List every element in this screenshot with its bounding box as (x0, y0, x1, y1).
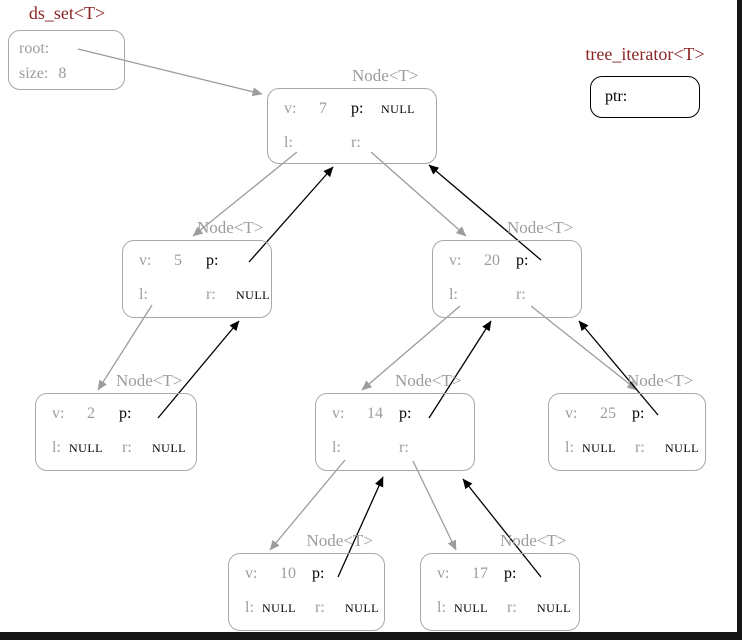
tree-iterator-box: ptr: (590, 76, 700, 118)
field-v-label: v: (449, 252, 462, 269)
tree-node-10: Node<T> v: 10 p: l: NULL r: NULL (228, 531, 385, 631)
field-r-label: r: (507, 599, 517, 616)
field-r-value: NULL (345, 600, 379, 615)
field-v-value: 10 (280, 565, 296, 582)
node-type-label: Node<T> (116, 371, 183, 390)
field-r-value: NULL (537, 600, 571, 615)
field-v-value: 5 (174, 252, 182, 269)
node-row-lr: l: NULL r: NULL (549, 431, 705, 465)
field-p-value: NULL (381, 101, 415, 116)
field-l-label: l: (332, 439, 341, 456)
node-row-vp: v: 14 p: (316, 397, 474, 431)
field-r-label: r: (206, 286, 216, 303)
field-l-value: NULL (454, 600, 488, 615)
node-type-label: Node<T> (500, 531, 567, 550)
field-r-value: NULL (236, 287, 270, 302)
tree-node-20: Node<T> v: 20 p: l: r: (432, 218, 582, 318)
field-v-label: v: (565, 405, 578, 422)
node-type-label: Node<T> (627, 371, 694, 390)
size-value: 8 (58, 64, 67, 82)
field-v-label: v: (52, 405, 65, 422)
size-label: size: (19, 64, 49, 82)
node-row-lr: l: NULL r: NULL (36, 431, 196, 465)
field-v-label: v: (437, 565, 450, 582)
field-p-label: p: (399, 405, 412, 422)
field-p-label: p: (206, 252, 219, 269)
field-l-value: NULL (582, 440, 616, 455)
field-p-label: p: (504, 565, 517, 582)
field-p-label: p: (312, 565, 325, 582)
window-edge-right (737, 0, 742, 640)
ds-set-box: root: size: 8 (8, 30, 125, 90)
tree-node-25: Node<T> v: 25 p: l: NULL r: NULL (548, 371, 706, 471)
field-l-label: l: (52, 439, 61, 456)
field-l-label: l: (284, 134, 293, 151)
field-v-label: v: (332, 405, 345, 422)
window-edge-bottom (0, 632, 742, 640)
field-r-label: r: (399, 439, 409, 456)
edge-20-right-to-25 (530, 305, 638, 391)
tree-node-5: Node<T> v: 5 p: l: r: NULL (122, 218, 272, 318)
node-type-label: Node<T> (306, 531, 373, 550)
node-row-vp: v: 25 p: (549, 397, 705, 431)
field-v-label: v: (139, 252, 152, 269)
root-field: root: (19, 36, 124, 61)
field-l-label: l: (565, 439, 574, 456)
tree-node-2: Node<T> v: 2 p: l: NULL r: NULL (35, 371, 197, 471)
node-row-lr: l: NULL r: NULL (229, 591, 384, 625)
field-r-value: NULL (152, 440, 186, 455)
field-r-label: r: (122, 439, 132, 456)
ptr-label: ptr: (605, 88, 628, 105)
field-l-value: NULL (69, 440, 103, 455)
node-row-lr: l: NULL r: NULL (421, 591, 579, 625)
node-row-lr: l: r: (433, 278, 581, 312)
edge-7-right-to-20 (370, 151, 467, 237)
field-v-label: v: (245, 565, 258, 582)
field-p-label: p: (516, 252, 529, 269)
node-type-label: Node<T> (507, 218, 574, 237)
node-row-vp: v: 5 p: (123, 244, 271, 278)
field-v-value: 25 (600, 405, 616, 422)
tree-node-14: Node<T> v: 14 p: l: r: (315, 371, 475, 471)
field-r-label: r: (516, 286, 526, 303)
edge-14-right-to-17 (412, 460, 457, 551)
field-v-value: 7 (319, 100, 327, 117)
field-l-value: NULL (262, 600, 296, 615)
size-field: size: 8 (19, 61, 124, 86)
field-r-label: r: (351, 134, 361, 151)
field-v-label: v: (284, 100, 297, 117)
field-r-value: NULL (665, 440, 699, 455)
tree-node-17: Node<T> v: 17 p: l: NULL r: NULL (420, 531, 580, 631)
field-l-label: l: (139, 286, 148, 303)
node-type-label: Node<T> (352, 66, 419, 85)
root-label: root: (19, 39, 50, 57)
field-v-value: 2 (87, 405, 95, 422)
node-row-lr: l: r: NULL (123, 278, 271, 312)
field-v-value: 17 (472, 565, 488, 582)
field-p-label: p: (119, 405, 132, 422)
node-row-vp: v: 20 p: (433, 244, 581, 278)
ds-set-title: ds_set<T> (28, 3, 106, 23)
node-type-label: Node<T> (197, 218, 264, 237)
field-v-value: 20 (484, 252, 500, 269)
field-l-label: l: (449, 286, 458, 303)
node-row-vp: v: 17 p: (421, 557, 579, 591)
node-row-vp: v: 7 p: NULL (268, 92, 436, 126)
field-p-label: p: (632, 405, 645, 422)
field-l-label: l: (437, 599, 446, 616)
node-row-vp: v: 2 p: (36, 397, 196, 431)
node-type-label: Node<T> (395, 371, 462, 390)
field-r-label: r: (315, 599, 325, 616)
field-l-label: l: (245, 599, 254, 616)
tree-iterator-title: tree_iterator<T> (585, 44, 705, 64)
tree-node-7: Node<T> v: 7 p: NULL l: r: (267, 66, 437, 164)
field-r-label: r: (635, 439, 645, 456)
node-row-lr: l: r: (268, 126, 436, 160)
field-v-value: 14 (367, 405, 383, 422)
node-row-lr: l: r: (316, 431, 474, 465)
field-p-label: p: (351, 100, 364, 117)
node-row-vp: v: 10 p: (229, 557, 384, 591)
